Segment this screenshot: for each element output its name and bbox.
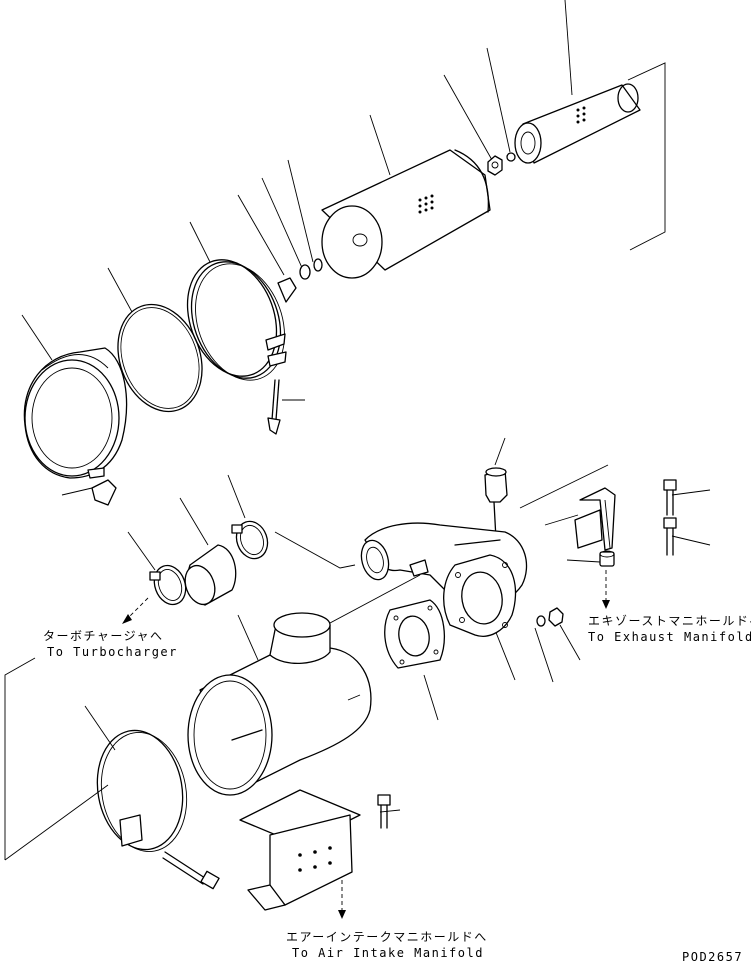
exhaust-manifold-label-jp: エキゾーストマニホールドへ — [588, 614, 751, 628]
leader-lines-lower — [4, 437, 711, 861]
exhaust-manifold-label-en: To Exhaust Manifold — [588, 630, 751, 644]
flange-gasket — [384, 599, 445, 669]
spacer-right — [599, 550, 615, 567]
arrow-to-turbocharger — [122, 597, 149, 624]
band-clamp-upper — [186, 259, 287, 381]
wing-nut-washers — [277, 258, 323, 303]
nut-washer-lower — [536, 607, 564, 627]
elbow-flange — [443, 554, 517, 637]
band-clamp-lower — [96, 729, 188, 852]
air-cleaner-cover — [23, 347, 128, 479]
clamp-bolt-upper — [267, 379, 281, 435]
air-cleaner-body — [187, 612, 372, 796]
turbocharger-label-jp: ターボチャージャへ — [43, 629, 164, 643]
intake-manifold-label-en: To Air Intake Manifold — [292, 946, 484, 960]
saddle-bracket — [239, 789, 361, 911]
intake-manifold-label-jp: エアーインテークマニホールドへ — [286, 930, 488, 944]
clamp-bolt-lower — [162, 851, 220, 890]
leader-lines-upper — [21, 0, 666, 496]
arrow-to-exhaust-manifold — [602, 570, 610, 609]
inlet-hose — [184, 544, 237, 606]
turbocharger-label-en: To Turbocharger — [47, 645, 178, 659]
safety-element — [514, 83, 641, 164]
arrow-to-air-intake-manifold — [338, 880, 346, 919]
mounting-bracket-right — [574, 487, 616, 551]
bracket-bolt — [377, 794, 391, 829]
primary-element — [321, 149, 491, 279]
drawing-code: POD2657 — [682, 950, 744, 964]
inlet-hose-clamp-2 — [231, 520, 269, 560]
inlet-hose-clamp-1 — [149, 564, 187, 606]
bolts-right — [663, 479, 677, 556]
evacuator-valve — [91, 479, 117, 506]
nut-washer-upper — [487, 152, 516, 176]
